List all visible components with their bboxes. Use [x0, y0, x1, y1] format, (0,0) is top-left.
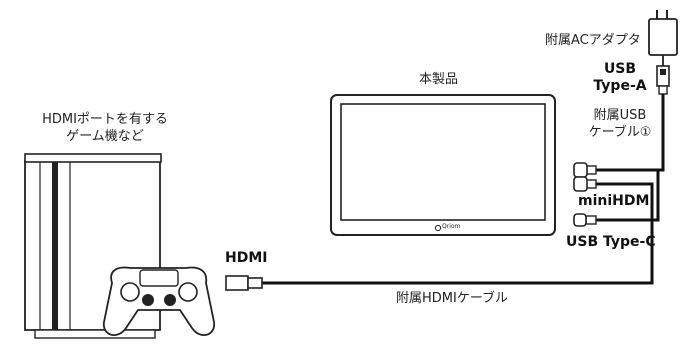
usb-c-lower-plug-icon [573, 213, 597, 227]
usb-c-cable-line [595, 170, 660, 222]
usb-type-a-label-line2: Type-A [593, 78, 647, 94]
usb-type-a-plug-icon [656, 65, 670, 95]
hdmi-cable-line [262, 182, 654, 285]
usb-cable-line [595, 94, 665, 172]
usb-type-a-label-line1: USB [603, 61, 637, 77]
usb-cable-label-line2: ケーブル① [588, 125, 652, 140]
usb-cable-label-line1: 附属USB [593, 108, 647, 123]
console-label-line2: ゲーム機など [66, 129, 144, 144]
hdmi-cable-label: 附属HDMIケーブル [396, 291, 509, 306]
usb-type-c-plug-icon [573, 162, 597, 178]
ac-adapter-label: 附属ACアダプタ [545, 33, 641, 48]
ac-adapter-icon [648, 10, 678, 66]
monitor-illustration [330, 94, 556, 236]
console-label-line1: HDMIポートを有する [42, 112, 168, 127]
controller-icon [103, 266, 215, 336]
mini-hdmi-plug-icon [573, 176, 597, 192]
usb-type-c-label: USB Type-C [566, 234, 656, 250]
hdmi-label: HDMI [225, 250, 268, 266]
product-label: 本製品 [419, 72, 459, 87]
mini-hdmi-label: miniHDMI [578, 193, 655, 209]
hdmi-plug-icon [225, 275, 263, 291]
brand-logo: Qriom [442, 223, 461, 230]
